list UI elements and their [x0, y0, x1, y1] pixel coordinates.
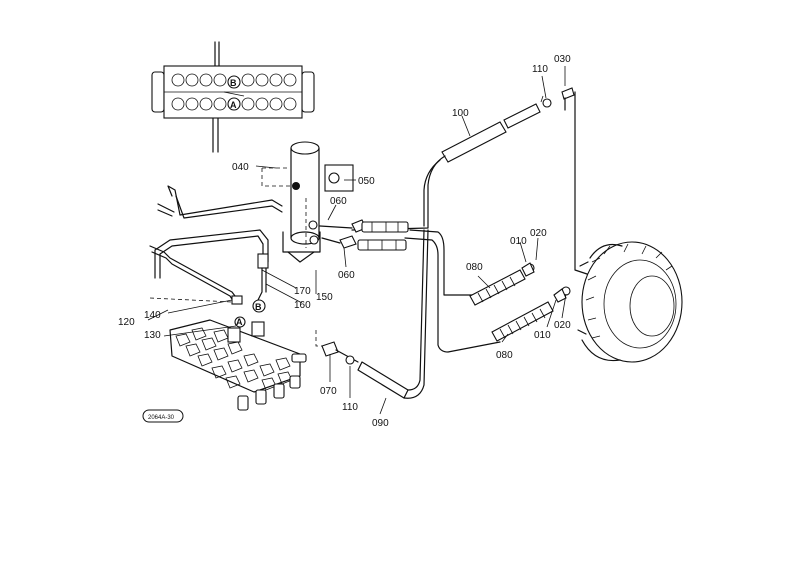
callout-030: 030: [554, 54, 571, 65]
callout-020-top: 020: [530, 228, 547, 239]
leader-lines: [147, 66, 567, 415]
callout-170: 170: [294, 286, 311, 297]
elbow-fittings-060: [319, 219, 409, 251]
callout-070: 070: [320, 386, 337, 397]
callout-130: 130: [144, 330, 161, 341]
callout-010-top: 010: [510, 236, 527, 247]
callout-140: 140: [144, 310, 161, 321]
valve-port-mark-lower: A: [230, 100, 237, 110]
callout-160: 160: [294, 300, 311, 311]
callout-060-bottom: 060: [338, 270, 355, 281]
callout-110-bottom: 110: [342, 402, 358, 413]
valve-block: [169, 319, 307, 411]
hoses-080: [469, 262, 571, 342]
swivel-joint: [261, 141, 354, 263]
fitting-mark-lower: B: [255, 302, 262, 312]
part-callouts: 030 110 100 040 050 060 060 010 020 080 …: [118, 54, 571, 429]
callout-010-bottom: 010: [534, 330, 551, 341]
callout-050: 050: [358, 176, 375, 187]
callout-020-bottom: 020: [554, 320, 571, 331]
valve-ports: [171, 73, 297, 111]
callout-100: 100: [452, 108, 469, 119]
callout-120: 120: [118, 317, 135, 328]
left-pipes: B A: [149, 185, 307, 328]
callout-060-top: 060: [330, 196, 347, 207]
callout-090: 090: [372, 418, 389, 429]
control-valve-inset: B A: [151, 41, 315, 153]
main-pipes: [351, 155, 501, 399]
callout-040: 040: [232, 162, 249, 173]
callout-080-bottom: 080: [496, 350, 513, 361]
callout-110-top: 110: [532, 64, 548, 75]
drain-line: [574, 91, 591, 276]
fittings-070-110: [315, 330, 359, 365]
drawing-stamp: 2064A-30: [142, 409, 184, 423]
callout-080-top: 080: [466, 262, 483, 273]
travel-motor: [577, 241, 683, 363]
callout-150: 150: [316, 292, 333, 303]
fitting-mark-upper: A: [236, 317, 243, 327]
hose-100: [441, 87, 575, 163]
drawing-stamp-text: 2064A-30: [148, 415, 175, 421]
valve-port-mark-upper: B: [230, 78, 237, 88]
